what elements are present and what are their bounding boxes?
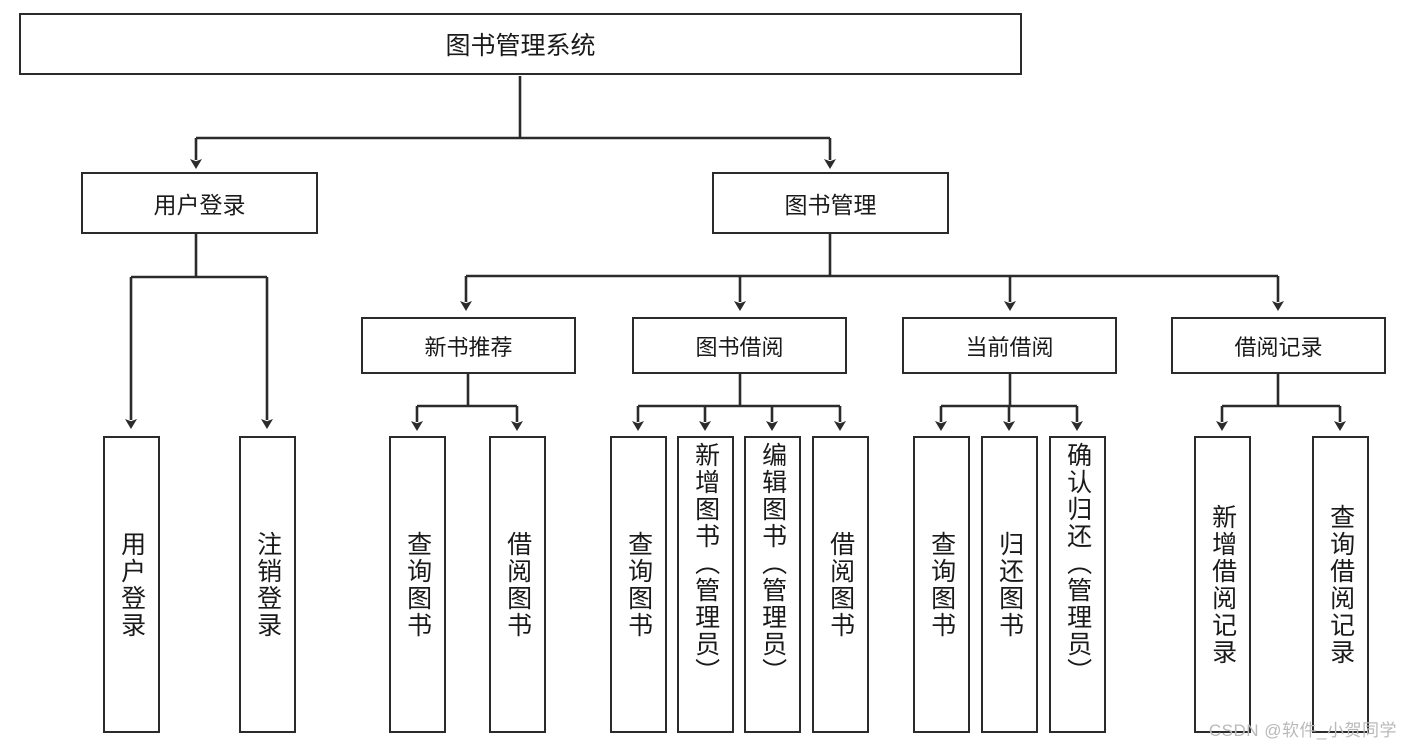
leaf-query-book-current[interactable]: 查询图书 [913, 436, 970, 733]
leaf-label: 新增借阅记录 [1208, 503, 1237, 666]
leaf-borrow-book-borrow[interactable]: 借阅图书 [812, 436, 869, 733]
node-user-login[interactable]: 用户登录 [81, 172, 318, 234]
leaf-logout[interactable]: 注销登录 [239, 436, 296, 733]
leaf-add-book-admin[interactable]: 新增图书（管理员） [677, 436, 734, 733]
leaf-query-book-borrow[interactable]: 查询图书 [610, 436, 667, 733]
node-label: 借阅记录 [1234, 334, 1323, 360]
node-label: 新书推荐 [424, 334, 513, 360]
leaf-user-login[interactable]: 用户登录 [103, 436, 160, 733]
leaf-label: 新增图书（管理员） [691, 442, 720, 685]
csdn-watermark: CSDN @软件_小贺同学 [1208, 721, 1397, 740]
node-borrow-record[interactable]: 借阅记录 [1171, 317, 1386, 374]
node-current-borrow[interactable]: 当前借阅 [902, 317, 1117, 374]
leaf-query-borrow-record[interactable]: 查询借阅记录 [1312, 436, 1369, 733]
leaf-label: 借阅图书 [503, 530, 532, 639]
leaf-label: 查询图书 [403, 530, 432, 639]
leaf-label: 查询图书 [624, 530, 653, 639]
leaf-label: 用户登录 [117, 530, 146, 639]
node-root-book-management-system[interactable]: 图书管理系统 [19, 13, 1022, 75]
node-label: 用户登录 [153, 192, 246, 218]
leaf-label: 确认归还（管理员） [1063, 442, 1092, 685]
leaf-return-book[interactable]: 归还图书 [981, 436, 1038, 733]
leaf-label: 查询图书 [927, 530, 956, 639]
leaf-edit-book-admin[interactable]: 编辑图书（管理员） [744, 436, 801, 733]
leaf-label: 归还图书 [995, 530, 1024, 639]
node-label: 图书管理系统 [445, 32, 596, 60]
leaf-label: 查询借阅记录 [1326, 503, 1355, 666]
node-book-borrow[interactable]: 图书借阅 [632, 317, 847, 374]
leaf-query-book-recommendation[interactable]: 查询图书 [389, 436, 446, 733]
node-label: 当前借阅 [965, 334, 1054, 360]
leaf-add-borrow-record[interactable]: 新增借阅记录 [1194, 436, 1251, 733]
leaf-label: 注销登录 [253, 530, 282, 639]
node-new-book-recommendation[interactable]: 新书推荐 [361, 317, 576, 374]
leaf-confirm-return-admin[interactable]: 确认归还（管理员） [1049, 436, 1106, 733]
node-label: 图书管理 [784, 192, 877, 218]
leaf-label: 借阅图书 [826, 530, 855, 639]
leaf-label: 编辑图书（管理员） [758, 442, 787, 685]
node-label: 图书借阅 [695, 334, 784, 360]
node-book-management[interactable]: 图书管理 [712, 172, 949, 234]
leaf-borrow-book-recommendation[interactable]: 借阅图书 [489, 436, 546, 733]
